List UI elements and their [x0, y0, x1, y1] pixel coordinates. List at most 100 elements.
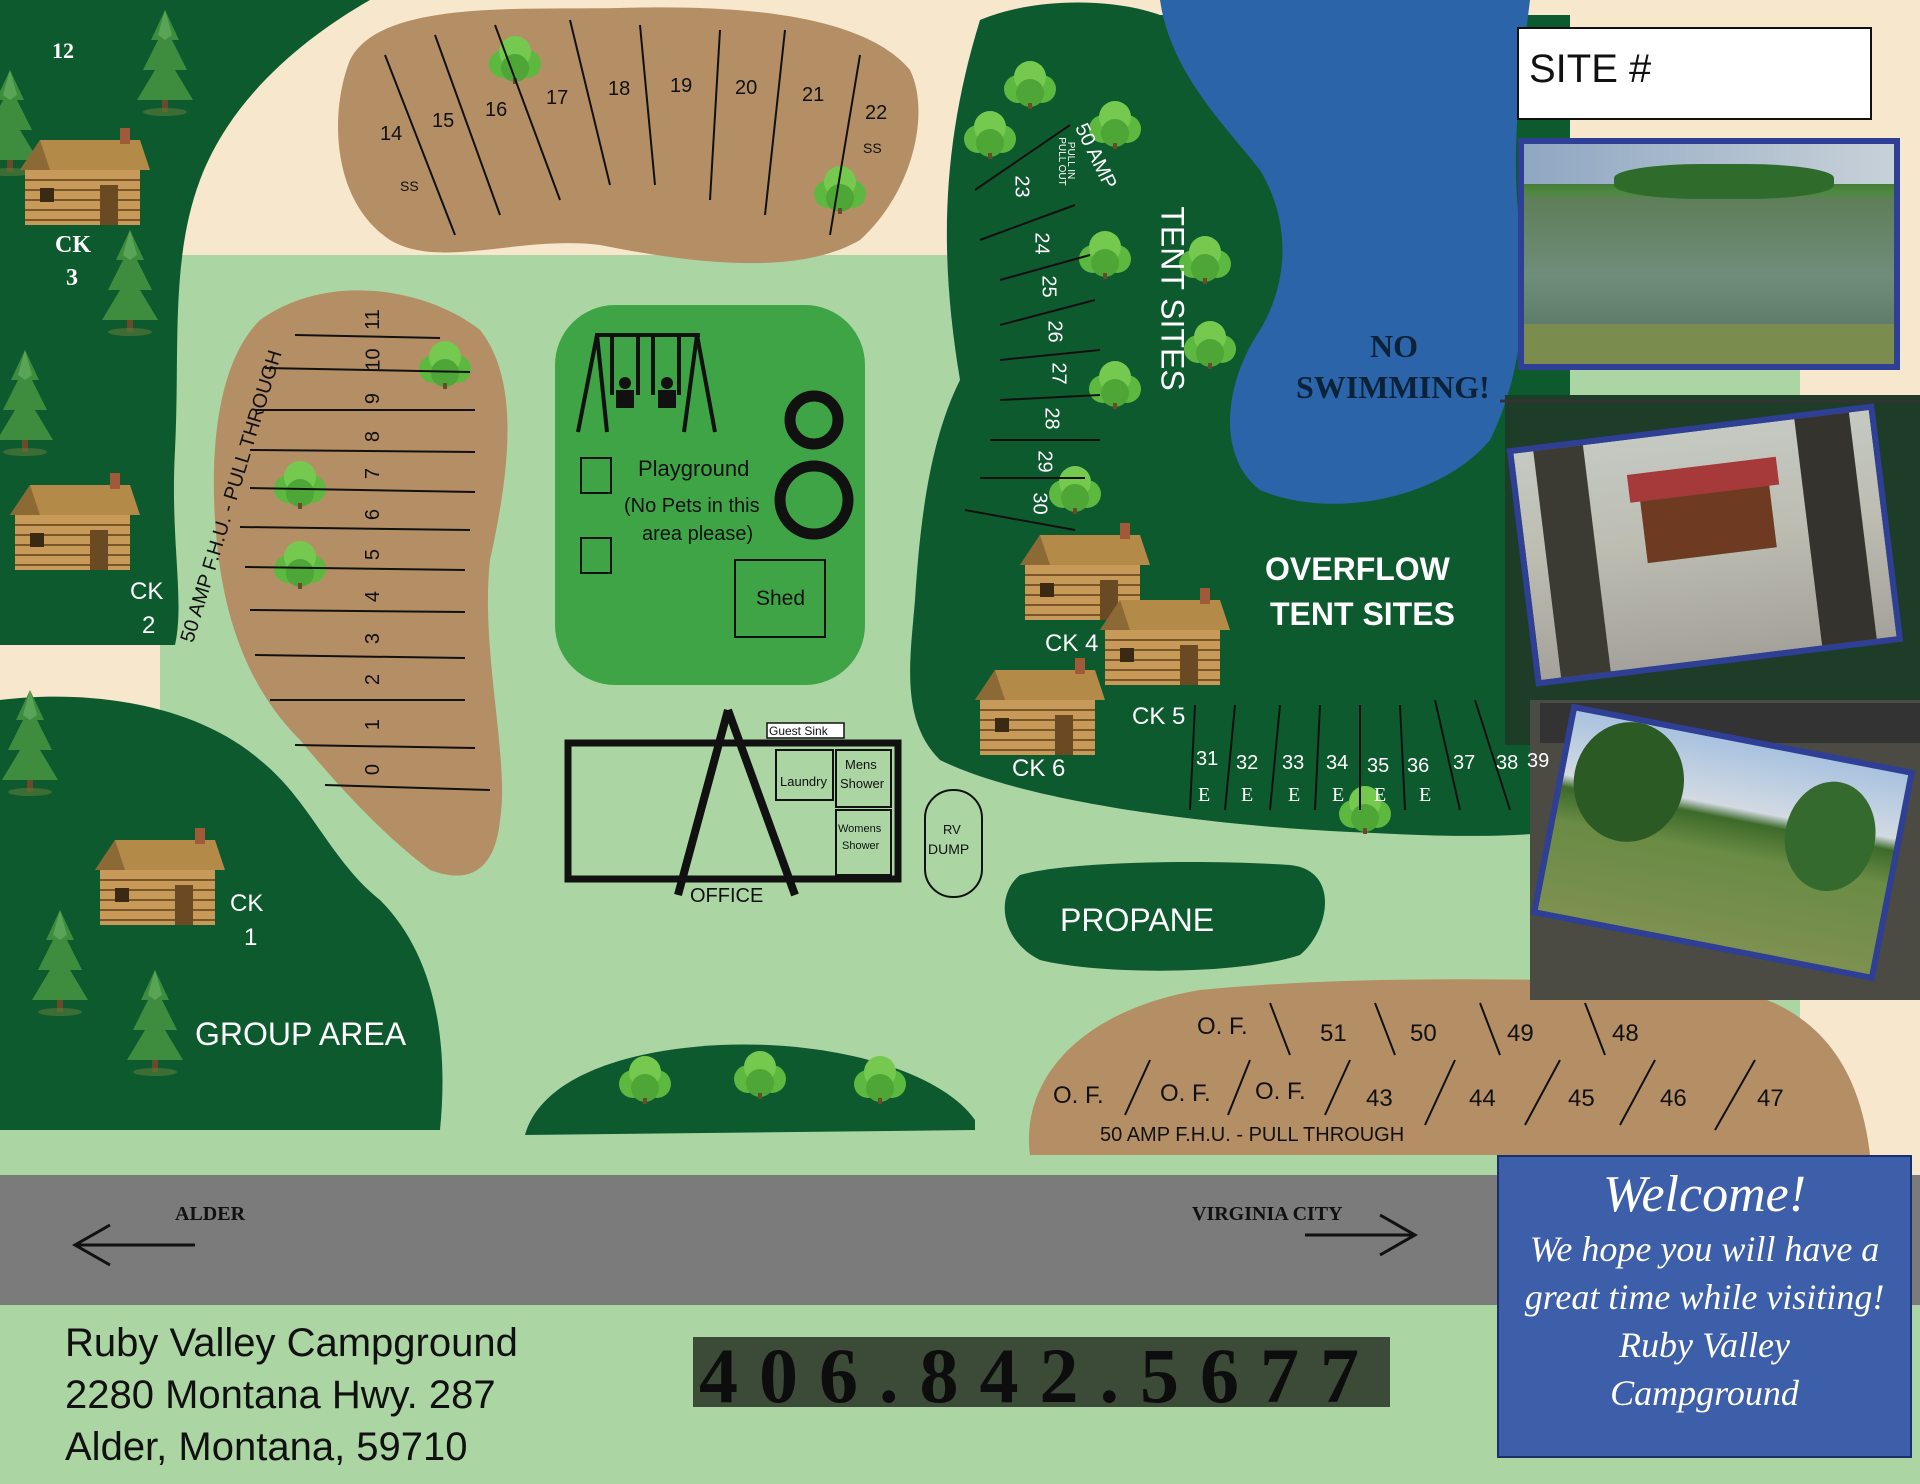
site-number[interactable]: 21: [802, 84, 825, 106]
site-number[interactable]: 36: [1407, 755, 1430, 777]
site-number[interactable]: 10: [362, 348, 385, 371]
site-number[interactable]: 38: [1496, 752, 1519, 774]
phone-number: 406.842.5677: [699, 1332, 1380, 1419]
cabin-icon: [1099, 587, 1231, 686]
cabin-icon: [974, 657, 1106, 756]
no-swimming-label-2: SWIMMING!: [1296, 369, 1490, 405]
site-number[interactable]: 32: [1236, 752, 1259, 774]
playground-title: Playground: [638, 456, 750, 481]
address-block: Ruby Valley Campground 2280 Montana Hwy.…: [65, 1317, 518, 1473]
welcome-box: Welcome! We hope you will have a great t…: [1497, 1155, 1912, 1458]
address-line-1: Ruby Valley Campground: [65, 1321, 518, 1365]
site-note: SS: [863, 140, 882, 156]
site-number[interactable]: 7: [362, 467, 385, 480]
address-line-2: 2280 Montana Hwy. 287: [65, 1373, 496, 1417]
welcome-title: Welcome!: [1602, 1166, 1807, 1223]
site-number[interactable]: 5: [362, 548, 385, 561]
site-number[interactable]: 26: [1043, 320, 1066, 343]
site-number[interactable]: 18: [608, 78, 631, 100]
site-number[interactable]: 8: [362, 430, 385, 443]
cabin-label: 2: [142, 612, 156, 639]
cabin-icon: [94, 827, 226, 926]
cabin-photo: [1506, 403, 1904, 687]
site-number[interactable]: 20: [735, 77, 758, 99]
mens-shower-label-1: Mens: [845, 757, 877, 772]
site-number[interactable]: O. F.: [1255, 1078, 1306, 1105]
site-number[interactable]: 44: [1469, 1085, 1496, 1112]
site-number[interactable]: 29: [1033, 450, 1056, 473]
electric-marker: E: [1241, 784, 1254, 806]
site-number[interactable]: 43: [1366, 1085, 1393, 1112]
site-number[interactable]: 9: [362, 392, 385, 405]
site-number[interactable]: 39: [1527, 750, 1550, 772]
electric-marker: E: [1419, 784, 1432, 806]
site-number[interactable]: 16: [485, 99, 508, 121]
site-number[interactable]: 11: [361, 309, 384, 330]
site-number[interactable]: 49: [1507, 1020, 1534, 1047]
site-number[interactable]: 31: [1196, 748, 1219, 770]
site-number[interactable]: 2: [362, 673, 385, 686]
site-number[interactable]: 19: [670, 75, 693, 97]
playground-note-1: (No Pets in this: [624, 495, 760, 517]
site-number[interactable]: 0: [362, 763, 385, 776]
cabin-label: CK: [230, 890, 264, 917]
site-number-box[interactable]: SITE #: [1517, 27, 1872, 120]
electric-marker: E: [1198, 784, 1211, 806]
site-number[interactable]: 35: [1367, 755, 1390, 777]
site-number[interactable]: 33: [1282, 752, 1305, 774]
propane-label: PROPANE: [1060, 902, 1215, 938]
site-number[interactable]: 23: [1010, 175, 1033, 198]
electric-marker: E: [1288, 784, 1301, 806]
shed-label: Shed: [756, 587, 806, 610]
road-label-virginia-city: VIRGINIA CITY: [1192, 1203, 1343, 1225]
road-label-alder: ALDER: [175, 1203, 246, 1225]
cabin-label: CK 5: [1132, 703, 1186, 730]
site-number[interactable]: 4: [362, 590, 385, 603]
site-number[interactable]: O. F.: [1197, 1013, 1248, 1040]
site-number[interactable]: 1: [362, 718, 385, 731]
electric-marker: E: [1374, 784, 1387, 806]
mens-shower-label-2: Shower: [840, 776, 885, 791]
overflow-label-2: TENT SITES: [1270, 596, 1455, 632]
site-number[interactable]: 46: [1660, 1085, 1687, 1112]
phone-box[interactable]: 406.842.5677: [693, 1332, 1390, 1419]
pull-in-label: PULL IN: [1065, 141, 1077, 180]
site-number[interactable]: 14: [380, 123, 403, 145]
site-number[interactable]: O. F.: [1160, 1080, 1211, 1107]
overflow-label-1: OVERFLOW: [1265, 551, 1450, 587]
womens-shower-label-1: Womens: [838, 823, 882, 835]
site-number[interactable]: 25: [1037, 275, 1060, 298]
site-number[interactable]: 51: [1320, 1020, 1347, 1047]
site-number[interactable]: 28: [1040, 407, 1063, 430]
address-line-3: Alder, Montana, 59710: [65, 1425, 468, 1469]
laundry-label: Laundry: [780, 774, 827, 789]
welcome-line3: Ruby Valley: [1619, 1325, 1790, 1365]
site-number[interactable]: 17: [546, 87, 569, 109]
site-number[interactable]: 3: [362, 632, 385, 645]
cabin-label: CK 6: [1012, 755, 1066, 782]
site-number[interactable]: 37: [1453, 752, 1476, 774]
site-number[interactable]: 48: [1612, 1020, 1639, 1047]
site-number[interactable]: 30: [1028, 492, 1051, 515]
site-number[interactable]: 27: [1047, 362, 1070, 385]
rv-dump-label-1: RV: [943, 822, 961, 837]
guest-sink-label: Guest Sink: [769, 724, 828, 738]
site-number[interactable]: 15: [432, 110, 455, 132]
site-number[interactable]: 45: [1568, 1085, 1595, 1112]
site-number[interactable]: O. F.: [1053, 1082, 1104, 1109]
site-number[interactable]: 24: [1030, 232, 1053, 255]
site-number[interactable]: 47: [1757, 1085, 1784, 1112]
site-number[interactable]: 6: [362, 508, 385, 521]
site-number[interactable]: 34: [1326, 752, 1349, 774]
cabin-label: CK: [55, 232, 91, 258]
site-number[interactable]: 50: [1410, 1020, 1437, 1047]
rv-dump-label-2: DUMP: [928, 841, 970, 857]
welcome-line4: Campground: [1610, 1373, 1799, 1413]
group-area-label: GROUP AREA: [195, 1016, 407, 1052]
site-number[interactable]: 22: [865, 102, 888, 124]
cabin-label: CK: [130, 578, 164, 605]
site-number-label: SITE #: [1529, 47, 1652, 91]
cabin-label: 12: [52, 38, 74, 63]
site-note: SS: [400, 178, 419, 194]
office-label: OFFICE: [690, 885, 764, 907]
